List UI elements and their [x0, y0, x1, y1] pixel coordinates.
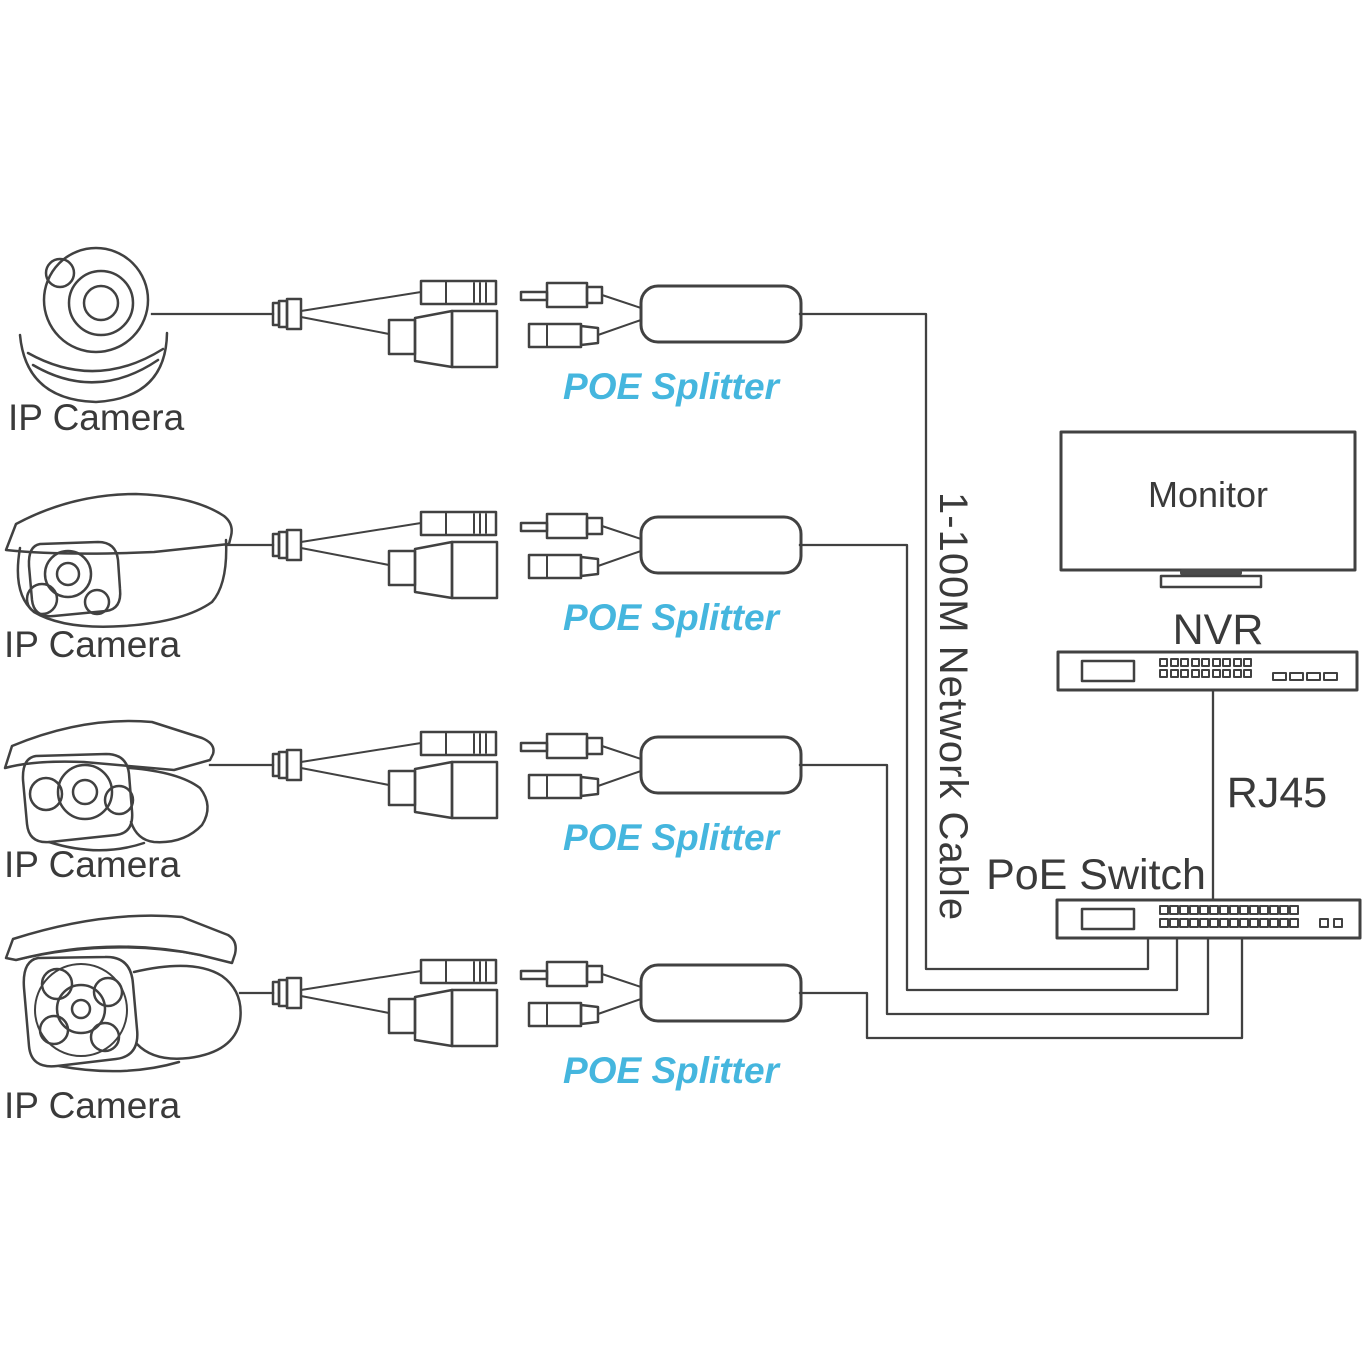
rj45-label: RJ45 — [1227, 769, 1327, 817]
poe-splitter-label-3: POE Splitter — [563, 817, 781, 858]
monitor-icon — [1059, 430, 1357, 589]
ip-camera-label-3: IP Camera — [4, 844, 181, 885]
poe-splitter-label-2: POE Splitter — [563, 597, 781, 638]
network-cable-line — [798, 543, 1179, 992]
ip-camera-label-1: IP Camera — [8, 397, 185, 438]
monitor-label: Monitor — [1148, 474, 1268, 515]
network-cable-label: 1-100M Network Cable — [931, 492, 975, 921]
bullet-camera-ir-icon — [4, 914, 242, 1073]
network-cable-line — [798, 763, 1210, 1016]
bullet-camera-hood-icon — [4, 492, 233, 628]
port-grid — [1159, 658, 1338, 681]
network-cable-line — [798, 936, 1244, 1040]
nvr-device-icon — [1056, 650, 1359, 692]
poe-splitter-label-4: POE Splitter — [563, 1050, 781, 1091]
bullet-camera-icon — [3, 719, 215, 852]
poe-splitter-assembly — [271, 730, 803, 820]
ip-camera-label-2: IP Camera — [4, 624, 181, 665]
poe-splitter-assembly — [271, 510, 803, 600]
poe-splitter-assembly — [271, 279, 803, 369]
poe-splitter-label-1: POE Splitter — [563, 366, 781, 407]
monitor-stand — [1159, 574, 1263, 589]
port-grid — [1159, 905, 1343, 928]
poe-splitter-assembly — [271, 958, 803, 1048]
ip-camera-label-4: IP Camera — [4, 1085, 181, 1126]
network-cable-line — [798, 312, 1150, 971]
poe-switch-label: PoE Switch — [986, 851, 1206, 899]
poe-switch-icon — [1055, 898, 1362, 940]
nvr-label: NVR — [1173, 606, 1264, 654]
monitor-neck — [1180, 569, 1242, 576]
dome-camera-icon — [18, 246, 169, 404]
